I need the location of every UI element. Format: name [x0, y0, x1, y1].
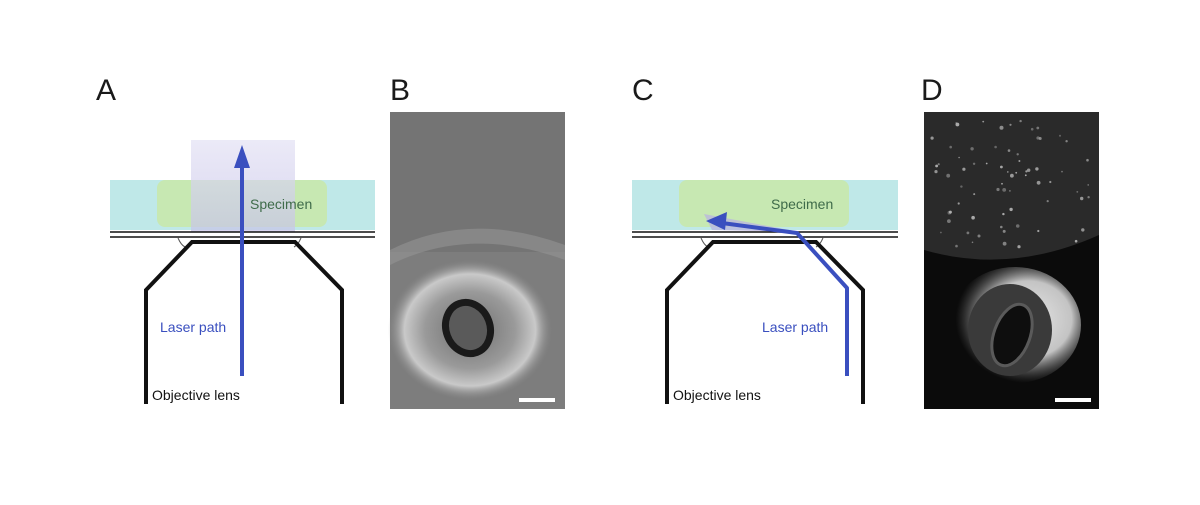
speckle-dot — [962, 167, 966, 171]
speckle-dot — [996, 187, 1000, 192]
speckle-dot — [1007, 171, 1009, 173]
speckle-dot — [1016, 153, 1019, 156]
speckle-dot — [1059, 134, 1061, 137]
speckle-dot — [1015, 224, 1020, 228]
speckle-dot — [955, 244, 958, 248]
laser-path-arrow — [721, 221, 849, 376]
speckle-dot — [1025, 170, 1028, 173]
speckle-dot — [955, 122, 960, 127]
panel-c: C Specimen Laser path Objective lens — [632, 74, 898, 404]
scale-bar — [1055, 398, 1091, 402]
speckle-dot — [955, 122, 958, 124]
scale-bar — [519, 398, 555, 402]
speckle-dot — [1010, 173, 1014, 178]
laser-path-label: Laser path — [160, 319, 226, 335]
speckle-dot — [1080, 196, 1084, 201]
speckle-dot — [966, 231, 970, 235]
speckle-dot — [1065, 140, 1068, 143]
speckle-dot — [999, 125, 1004, 130]
speckle-dot — [985, 162, 988, 165]
speckle-dot — [1061, 170, 1063, 173]
speckle-dot — [1036, 136, 1040, 140]
laser-arrowhead — [706, 212, 727, 230]
speckle-dot — [1017, 245, 1021, 249]
speckle-dot — [1002, 241, 1007, 246]
speckle-dots — [930, 119, 1090, 249]
speckle-dot — [994, 145, 997, 149]
panel-d-letter: D — [921, 74, 943, 107]
speckle-dot — [1019, 119, 1022, 123]
speckle-dot — [930, 136, 934, 140]
speckle-dot — [1076, 191, 1079, 193]
speckle-dot — [1002, 212, 1005, 216]
speckle-dot — [1030, 127, 1034, 131]
panel-a: A Specimen Laser path Objective lens — [96, 74, 375, 404]
speckle-dot — [977, 234, 981, 238]
panel-a-letter: A — [96, 74, 116, 107]
speckle-dot — [1024, 174, 1027, 177]
specimen-label: Specimen — [250, 196, 312, 212]
speckle-dot — [1027, 168, 1031, 172]
eye-lens — [990, 302, 1034, 368]
speckle-dot — [1087, 196, 1090, 199]
speckle-dot — [1000, 225, 1003, 229]
speckle-dot — [1000, 165, 1003, 169]
speckle-dot — [1002, 188, 1007, 192]
speckle-dot — [972, 162, 976, 165]
speckle-dot — [982, 120, 985, 123]
speckle-dot — [1046, 200, 1049, 203]
speckle-dot — [971, 241, 974, 244]
speckle-dot — [1015, 171, 1018, 174]
speckle-dot — [937, 163, 940, 166]
speckle-dot — [1038, 137, 1042, 140]
speckle-dot — [1018, 160, 1021, 162]
speckle-dot — [935, 164, 938, 168]
objective-lens-outline — [665, 240, 865, 404]
speckle-dot — [958, 156, 960, 159]
speckle-dot — [940, 231, 942, 234]
speckle-dot — [957, 202, 960, 205]
speckle-dot — [934, 170, 938, 174]
micrograph-upper-tissue — [390, 112, 565, 252]
eye-lens — [441, 298, 495, 358]
oblique-illumination — [704, 214, 800, 232]
panel-b-letter: B — [390, 74, 410, 107]
speckle-dot — [960, 185, 963, 188]
specimen-label: Specimen — [771, 196, 833, 212]
speckle-dot — [948, 210, 952, 214]
speckle-dot — [1036, 126, 1040, 130]
laser-path-label: Laser path — [762, 319, 828, 335]
tissue-edge — [390, 228, 565, 265]
speckle-dot — [970, 147, 974, 151]
tissue-background — [924, 112, 1099, 260]
speckle-dot — [946, 173, 951, 178]
panel-c-letter: C — [632, 74, 654, 107]
speckle-dot — [973, 193, 976, 196]
speckle-dot — [1037, 229, 1040, 233]
speckle-dot — [1007, 149, 1011, 152]
speckle-dot — [1049, 180, 1052, 184]
speckle-dot — [1001, 182, 1003, 185]
speckle-dot — [1035, 167, 1039, 171]
speckle-dot — [949, 145, 952, 149]
objective-lens-label: Objective lens — [673, 387, 761, 403]
speckle-dot — [1086, 158, 1089, 162]
speckle-dot — [1087, 184, 1089, 186]
speckle-dot — [1036, 180, 1041, 185]
speckle-dot — [947, 219, 951, 224]
laser-arrowhead — [234, 145, 250, 168]
speckle-dot — [1009, 123, 1012, 126]
speckle-dot — [1002, 229, 1006, 233]
speckle-dot — [1009, 190, 1011, 192]
panel-d: D — [921, 74, 1099, 409]
speckle-dot — [1074, 239, 1078, 243]
speckle-dot — [1081, 228, 1085, 232]
speckle-dot — [971, 215, 975, 220]
speckle-dot — [1009, 207, 1013, 212]
objective-lens-label: Objective lens — [152, 387, 240, 403]
panel-b: B — [388, 74, 565, 409]
